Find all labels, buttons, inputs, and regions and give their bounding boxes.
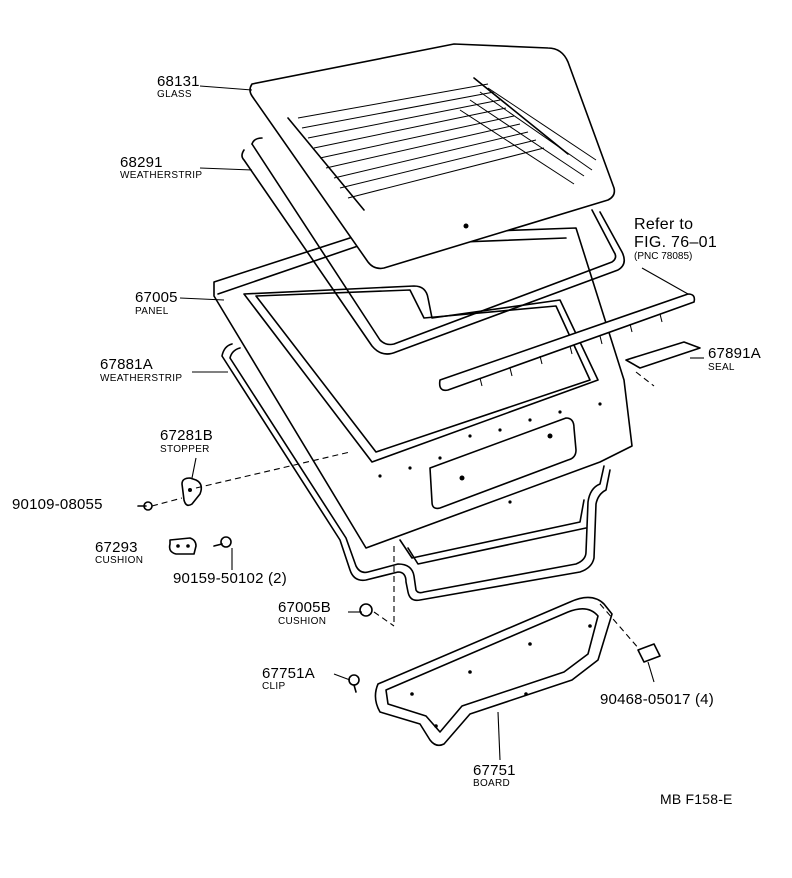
part-number-clip-90468: 90468-05017 (4) bbox=[600, 691, 714, 708]
part-name-cushion-67293: CUSHION bbox=[95, 555, 144, 566]
part-name-glass: GLASS bbox=[157, 89, 192, 100]
part-number-cushion-67293: 67293 bbox=[95, 539, 138, 556]
part-number-cushion-67005b: 67005B bbox=[278, 599, 331, 616]
weatherstrip-68291-drawing bbox=[241, 137, 626, 355]
glass-68131-drawing bbox=[249, 43, 616, 270]
cushion-67005b-drawing bbox=[359, 603, 373, 617]
cushion-67293-drawing bbox=[168, 537, 197, 555]
part-number-seal: 67891A bbox=[708, 345, 761, 362]
part-number-panel: 67005 bbox=[135, 289, 178, 306]
part-name-board: BOARD bbox=[473, 778, 511, 789]
reference-line2: FIG. 76–01 bbox=[634, 234, 718, 251]
assembly-lines bbox=[151, 371, 655, 651]
stopper-67281b-drawing bbox=[181, 477, 203, 507]
part-name-weatherstrip-67881a: WEATHERSTRIP bbox=[100, 373, 183, 384]
part-number-glass: 68131 bbox=[157, 73, 200, 90]
part-name-panel: PANEL bbox=[135, 306, 169, 317]
bolt-90159-drawing bbox=[213, 536, 232, 548]
diagram-code: MB F158-E bbox=[660, 791, 733, 807]
weatherstrip-67881a-drawing bbox=[221, 343, 611, 602]
screw-90109-drawing bbox=[137, 501, 153, 511]
garnish-78085-drawing bbox=[438, 293, 696, 392]
part-number-screw-90109: 90109-08055 bbox=[12, 496, 103, 513]
clip-90468-drawing bbox=[637, 643, 661, 663]
clip-67751a-drawing bbox=[348, 674, 360, 693]
seal-67891a-drawing bbox=[625, 341, 701, 369]
part-name-seal: SEAL bbox=[708, 362, 735, 373]
part-name-clip-67751a: CLIP bbox=[262, 681, 286, 692]
part-number-weatherstrip-67881a: 67881A bbox=[100, 356, 153, 373]
part-name-stopper: STOPPER bbox=[160, 444, 210, 455]
part-number-bolt-90159: 90159-50102 (2) bbox=[173, 570, 287, 587]
leader-lines bbox=[179, 85, 704, 761]
part-number-clip-67751a: 67751A bbox=[262, 665, 315, 682]
reference-line3: (PNC 78085) bbox=[634, 251, 693, 262]
part-number-board: 67751 bbox=[473, 762, 516, 779]
board-67751-drawing bbox=[374, 596, 613, 747]
part-name-weatherstrip-68291: WEATHERSTRIP bbox=[120, 170, 203, 181]
part-number-stopper: 67281B bbox=[160, 427, 213, 444]
part-number-weatherstrip-68291: 68291 bbox=[120, 154, 163, 171]
reference-line1: Refer to bbox=[634, 216, 694, 233]
part-name-cushion-67005b: CUSHION bbox=[278, 616, 327, 627]
